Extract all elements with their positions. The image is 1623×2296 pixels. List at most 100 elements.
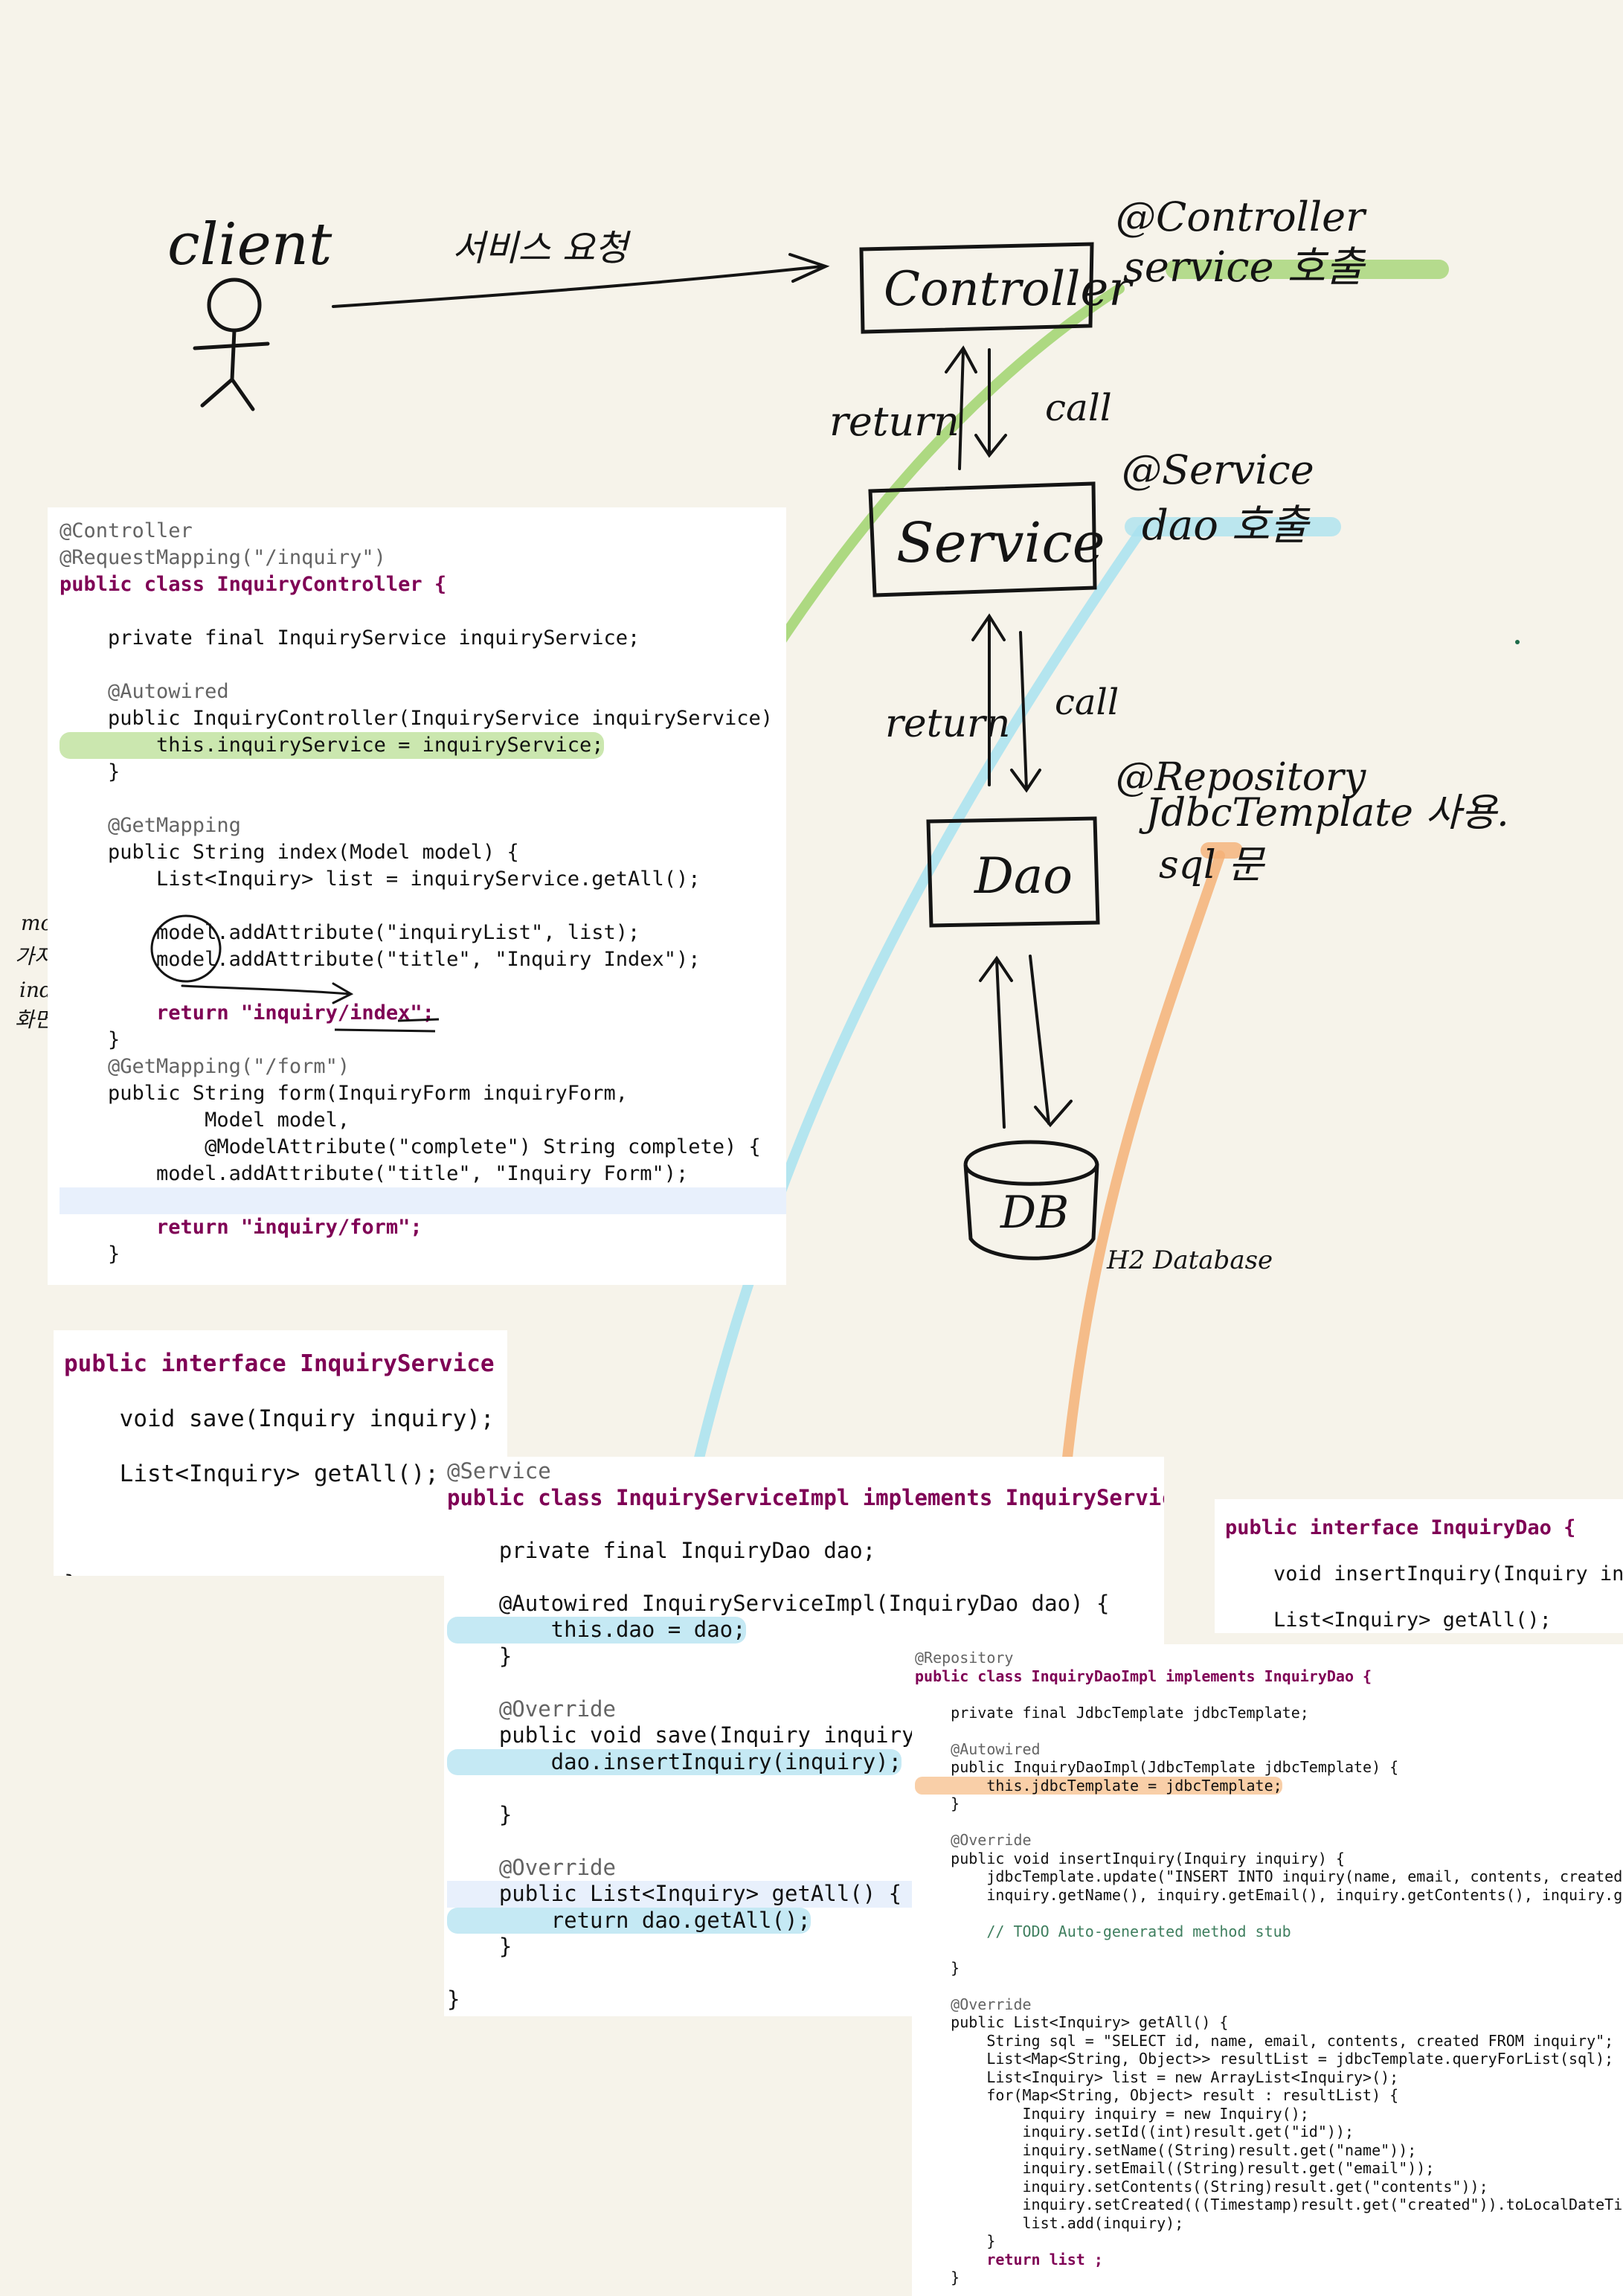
code-line-current[interactable] [60, 1187, 786, 1214]
code-line: inquiry.setContents((String)result.get("… [915, 2177, 1488, 2196]
code-line: List<Inquiry> list = inquiryService.getA… [60, 868, 701, 891]
code-line: List<Inquiry> getAll(); [64, 1460, 439, 1487]
code-line [60, 598, 786, 625]
code-line: public String form(InquiryForm inquiryFo… [60, 1082, 629, 1105]
code-line: } [915, 2232, 996, 2250]
dao-box [926, 816, 1100, 928]
code-line [447, 1564, 1164, 1591]
return-label-2: return [885, 702, 1010, 746]
controller-code-panel: @Controller@RequestMapping("/inquiry")pu… [48, 507, 786, 1285]
code-line: return "inquiry/index"; [60, 1001, 434, 1024]
code-line [60, 786, 786, 812]
code-line: } [447, 1934, 512, 1959]
code-line [915, 1685, 1623, 1704]
code-line: @Override [447, 1696, 616, 1722]
dao-db-arrow-up [979, 955, 1013, 1129]
code-line: public interface InquiryService { [64, 1350, 507, 1377]
service-note-annotation: @Service [1122, 446, 1314, 493]
code-line [915, 1722, 1623, 1740]
code-line: public class InquiryServiceImpl implemen… [447, 1484, 1164, 1510]
code-line [60, 893, 786, 920]
code-line: @Repository [915, 1649, 1014, 1667]
request-arrowhead [788, 253, 830, 283]
code-line: List<Map<String, Object>> resultList = j… [915, 2050, 1614, 2068]
code-line: @Override [915, 1831, 1032, 1849]
controller-note-annotation: @Controller [1116, 193, 1367, 240]
code-line-highlight-green: this.inquiryService = inquiryService; [60, 732, 604, 759]
code-line [447, 1511, 1164, 1538]
db-cylinder [963, 1140, 1099, 1260]
code-line: public interface InquiryDao { [1225, 1516, 1576, 1539]
code-line: public String index(Model model) { [60, 841, 519, 864]
code-line: public class InquiryController { [60, 573, 447, 596]
code-line: public void insertInquiry(Inquiry inquir… [915, 1849, 1345, 1867]
controller-box [859, 242, 1094, 334]
code-line: inquiry.setId((int)result.get("id")); [915, 2123, 1354, 2141]
code-line: void save(Inquiry inquiry); [64, 1405, 495, 1432]
code-line: Inquiry inquiry = new Inquiry(); [915, 2104, 1309, 2123]
code-line: Model model, [60, 1109, 350, 1132]
code-line: for(Map<String, Object> result : resultL… [915, 2086, 1399, 2104]
code-line: public class InquiryDaoImpl implements I… [915, 1667, 1372, 1685]
code-line: } [60, 1028, 120, 1051]
client-head-icon [207, 278, 262, 333]
dao-note-text: JdbcTemplate 사용. [1139, 791, 1509, 836]
stray-dot [1515, 640, 1520, 644]
code-line: @ModelAttribute("complete") String compl… [60, 1135, 761, 1158]
code-line: @Autowired [915, 1739, 1041, 1758]
code-line: @Service [447, 1458, 551, 1484]
dao-interface-code-panel: public interface InquiryDao { void inser… [1215, 1499, 1623, 1633]
code-line [915, 1813, 1623, 1832]
code-line: } [915, 1795, 960, 1812]
return-arrow-2 [971, 613, 1006, 786]
service-box [868, 481, 1097, 597]
code-line: @GetMapping [60, 814, 241, 837]
code-line: @Controller [60, 519, 193, 542]
code-line: private final JdbcTemplate jdbcTemplate; [915, 1703, 1309, 1722]
code-line: @Autowired [60, 680, 229, 703]
dao-note-sql: sql 문 [1159, 843, 1265, 888]
code-line: @GetMapping("/form") [60, 1055, 350, 1078]
code-line: public List<Inquiry> getAll() { [915, 2013, 1229, 2031]
code-line [60, 652, 786, 679]
request-arrow [332, 265, 823, 308]
client-body-icon [193, 328, 270, 411]
controller-note-text: service 호출 [1123, 243, 1366, 292]
code-line: } [447, 1986, 460, 2012]
request-label: 서비스 요청 [452, 228, 631, 269]
code-line: inquiry.setName((String)result.get("name… [915, 2141, 1417, 2159]
code-line: @Override [447, 1854, 616, 1880]
code-line: public void save(Inquiry inquiry) { [447, 1722, 954, 1748]
code-line [64, 1501, 507, 1556]
dao-box-label: Dao [974, 847, 1073, 905]
code-line: void insertInquiry(Inquiry inquiry); [1273, 1562, 1623, 1585]
code-line: List<Inquiry> list = new ArrayList<Inqui… [915, 2068, 1399, 2086]
code-line: } [447, 1643, 512, 1669]
dao-note-annotation: @Repository [1116, 755, 1366, 800]
code-line: jdbcTemplate.update("INSERT INTO inquiry… [986, 1867, 1623, 1885]
code-line: return list ; [915, 2250, 1103, 2268]
code-line: inquiry.setCreated(((Timestamp)result.ge… [915, 2196, 1623, 2213]
db-label: DB [1000, 1187, 1069, 1239]
code-line-highlight-blue: this.dao = dao; [447, 1617, 746, 1644]
code-line-highlight-blue: dao.insertInquiry(inquiry); [447, 1748, 902, 1775]
call-label-2: call [1055, 682, 1119, 723]
code-line: } [447, 1801, 512, 1827]
return-label-1: return [829, 398, 960, 445]
code-line-highlight-orange: this.jdbcTemplate = jdbcTemplate; [915, 1776, 1282, 1795]
call-arrow-2 [1010, 631, 1041, 793]
code-line: inquiry.setEmail((String)result.get("ema… [915, 2159, 1435, 2177]
code-line: } [60, 1242, 120, 1266]
code-line: // TODO Auto-generated method stub [915, 1922, 1291, 1940]
db-note: H2 Database [1106, 1245, 1273, 1275]
code-line: model.addAttribute("title", "Inquiry For… [60, 1162, 689, 1185]
service-note-text: dao 호출 [1142, 501, 1311, 550]
code-line: } [915, 1958, 960, 1977]
code-line [915, 1940, 1623, 1959]
code-line: model.addAttribute("inquiryList", list); [60, 921, 640, 944]
code-line: @Override [915, 1995, 1032, 2013]
code-line: List<Inquiry> getAll(); [1225, 1609, 1552, 1632]
call-label-1: call [1045, 386, 1112, 429]
code-line: } [60, 760, 120, 783]
